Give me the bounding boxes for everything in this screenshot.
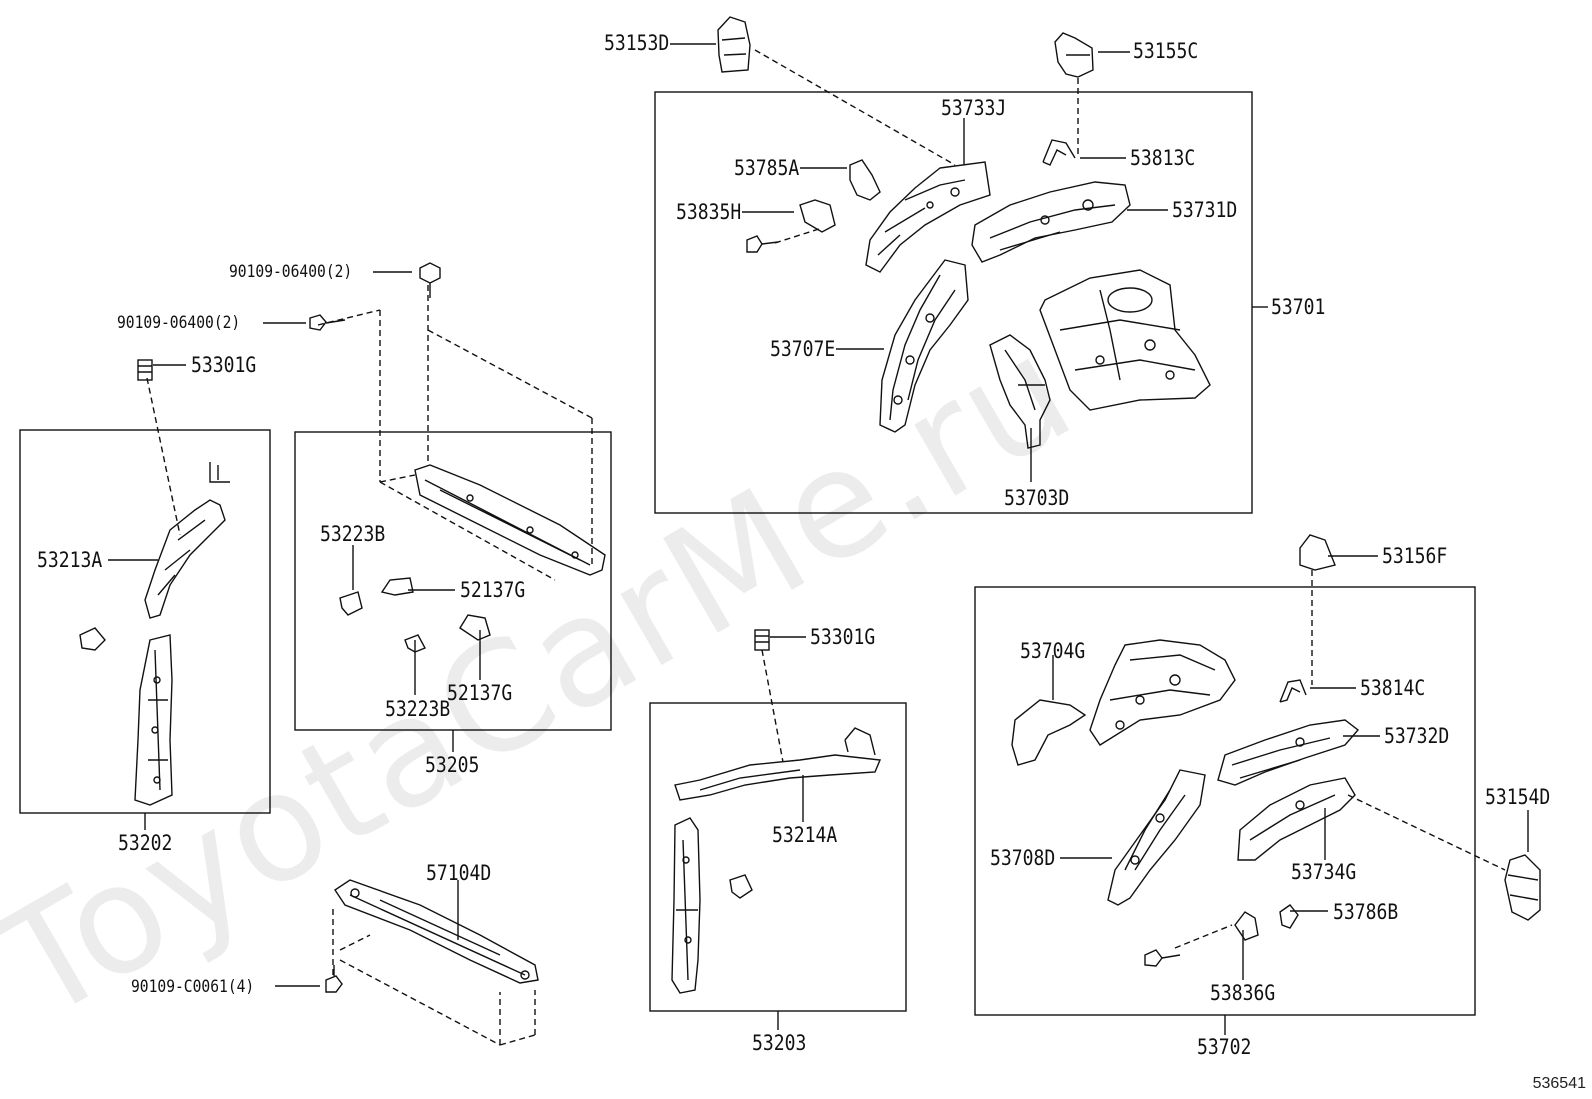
part-53732D: [1217, 719, 1360, 786]
part-53213A: [144, 462, 230, 619]
part-53836G: [1234, 911, 1259, 941]
label-53704G[interactable]: 53704G: [1020, 639, 1086, 663]
part-53203-pillar: [671, 817, 701, 994]
part-53702-panel: [1089, 639, 1236, 746]
label-53786B[interactable]: 53786B: [1333, 900, 1399, 924]
label-53707E[interactable]: 53707E: [770, 337, 836, 361]
bolt-90109-06400-left: [309, 314, 346, 331]
label-53155C[interactable]: 53155C: [1133, 39, 1199, 63]
label-53733J[interactable]: 53733J: [941, 96, 1007, 120]
label-90109-06400-left[interactable]: 90109-06400(2): [117, 313, 241, 333]
part-53813C: [1042, 139, 1076, 166]
part-53301G-left: [137, 359, 153, 381]
part-53223B-b: [404, 634, 426, 653]
label-53213A[interactable]: 53213A: [37, 548, 103, 572]
label-53153D[interactable]: 53153D: [604, 31, 670, 55]
label-53785A[interactable]: 53785A: [734, 156, 800, 180]
label-53154D[interactable]: 53154D: [1485, 785, 1551, 809]
bolt-90109-06400-top: [419, 262, 441, 298]
label-53156F[interactable]: 53156F: [1382, 544, 1448, 568]
part-53733J: [865, 161, 991, 273]
leader-lines: [108, 43, 1529, 987]
label-53703D[interactable]: 53703D: [1004, 486, 1070, 510]
label-53223B-bottom[interactable]: 53223B: [385, 697, 451, 721]
bolt-53836G: [1144, 949, 1181, 967]
label-53214A[interactable]: 53214A: [772, 823, 838, 847]
part-53731D: [971, 181, 1131, 263]
part-53785A: [849, 159, 881, 201]
label-53814C[interactable]: 53814C: [1360, 676, 1426, 700]
dashed-connections: [146, 49, 1506, 1046]
bolt-53835H: [746, 235, 779, 253]
label-53731D[interactable]: 53731D: [1172, 198, 1238, 222]
part-53704G: [1011, 699, 1087, 766]
label-53301G-left[interactable]: 53301G: [191, 353, 257, 377]
part-53202-bracket: [79, 627, 106, 651]
part-53701-panel: [1039, 269, 1211, 411]
label-53701[interactable]: 53701: [1271, 295, 1326, 319]
part-53154D: [1504, 854, 1541, 921]
bolt-90109-C0061: [325, 965, 343, 993]
label-53734G[interactable]: 53734G: [1291, 860, 1357, 884]
label-53205[interactable]: 53205: [425, 753, 480, 777]
part-53153D: [717, 16, 751, 73]
part-53814C: [1279, 679, 1307, 703]
diagram-reference-number: 536541: [1532, 1075, 1586, 1092]
label-52137G-top[interactable]: 52137G: [460, 578, 526, 602]
label-53836G[interactable]: 53836G: [1210, 981, 1276, 1005]
label-57104D[interactable]: 57104D: [426, 861, 492, 885]
label-53732D[interactable]: 53732D: [1384, 724, 1450, 748]
part-53223B-a: [339, 591, 363, 616]
label-52137G-bottom[interactable]: 52137G: [447, 681, 513, 705]
part-52137G-b: [459, 614, 491, 641]
label-90109-C0061[interactable]: 90109-C0061(4): [131, 977, 255, 997]
label-53223B-top[interactable]: 53223B: [320, 522, 386, 546]
group-box-53203: [649, 702, 907, 1012]
label-53203[interactable]: 53203: [752, 1031, 807, 1055]
part-53205-beam: [414, 464, 606, 576]
part-53786B: [1279, 904, 1299, 929]
label-53835H[interactable]: 53835H: [676, 200, 742, 224]
part-53835H: [799, 199, 836, 233]
part-52137G-a: [380, 577, 414, 596]
part-53155C: [1054, 32, 1094, 78]
part-53703D: [989, 334, 1051, 449]
label-53702[interactable]: 53702: [1197, 1035, 1252, 1059]
part-53156F: [1299, 534, 1336, 571]
part-57104D: [334, 879, 539, 984]
part-53301G-right: [754, 629, 770, 651]
part-53708D: [1107, 769, 1206, 906]
part-53734G: [1237, 777, 1356, 861]
label-53708D[interactable]: 53708D: [990, 846, 1056, 870]
part-53203-bracket: [729, 874, 753, 899]
label-53202[interactable]: 53202: [118, 831, 173, 855]
group-box-53701: [654, 91, 1253, 514]
label-90109-06400-top[interactable]: 90109-06400(2): [229, 262, 353, 282]
part-53202-pillar: [134, 634, 173, 806]
label-53813C[interactable]: 53813C: [1130, 146, 1196, 170]
label-53301G-right[interactable]: 53301G: [810, 625, 876, 649]
part-53707E: [879, 259, 969, 433]
part-53214A: [674, 727, 882, 801]
